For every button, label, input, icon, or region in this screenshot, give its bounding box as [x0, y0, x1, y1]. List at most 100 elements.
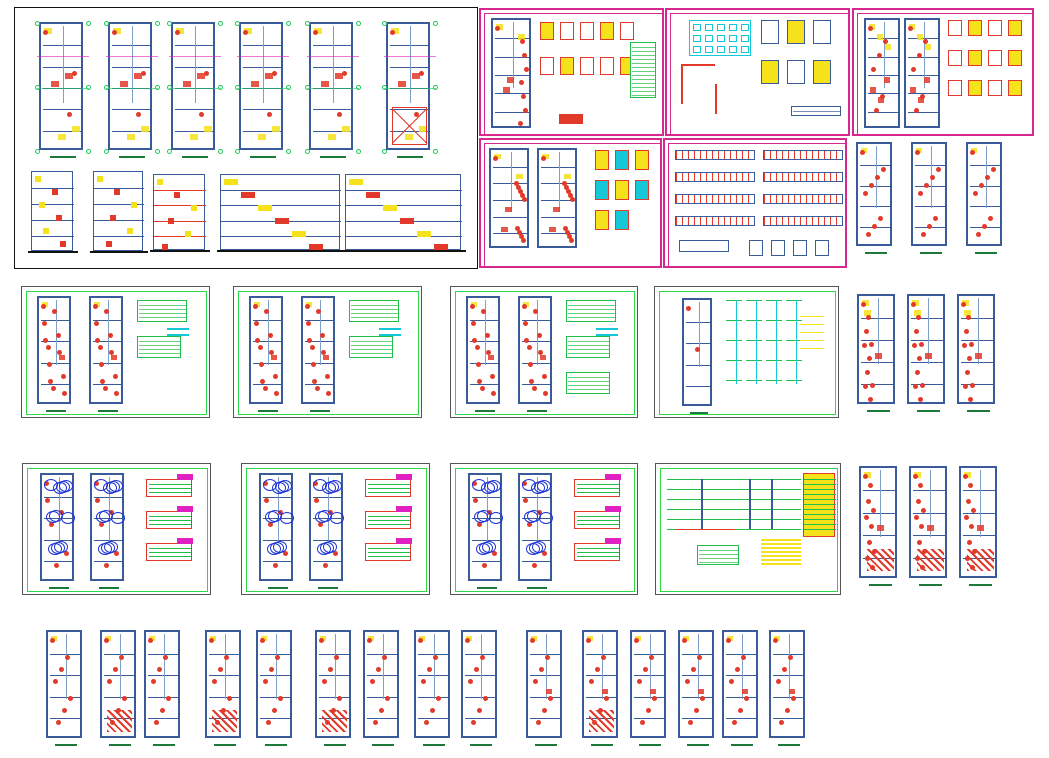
plan-symbol [480, 386, 485, 391]
plan-fill [265, 73, 273, 80]
plan-symbol [278, 696, 283, 701]
plan-caption [867, 410, 890, 412]
plan-wall [878, 298, 879, 364]
plan-symbol [988, 216, 993, 221]
section-fill [114, 189, 120, 195]
panel-schedule [365, 474, 412, 497]
schedule-header [605, 538, 621, 544]
plan-symbol [313, 30, 318, 35]
beam-detail [715, 84, 717, 114]
plan-symbol [269, 350, 274, 355]
detail-block [968, 80, 982, 96]
floor-plan [309, 473, 344, 589]
floor-plan [537, 148, 577, 248]
plan-symbol [283, 551, 288, 556]
grid-line [106, 88, 158, 89]
footing-cell [741, 35, 749, 42]
legend-row [699, 550, 739, 551]
plan-symbol [908, 26, 913, 31]
plan-caption [527, 587, 547, 589]
section-fill [131, 202, 137, 208]
floor-line [154, 190, 206, 191]
plan-caption [50, 156, 76, 158]
structural-sheet [852, 8, 1034, 136]
floor-plan [461, 630, 497, 746]
section-detail [815, 240, 829, 256]
schedule-row [577, 556, 619, 557]
plan-caption [535, 744, 557, 746]
riser [701, 479, 703, 529]
elevation-section [90, 171, 148, 253]
plan-symbol [866, 499, 871, 504]
plan-symbol [516, 185, 521, 190]
wiring-arc [96, 511, 110, 523]
plan-caption [975, 252, 997, 254]
legend-row [568, 377, 610, 378]
sheet-inner-border [26, 291, 207, 415]
plan-symbol [385, 696, 390, 701]
panel-schedule [146, 474, 193, 497]
schedule-row [577, 524, 619, 525]
floor-line [94, 220, 144, 221]
plan-wall [253, 384, 283, 385]
floor-plan [205, 630, 241, 746]
plan-symbol [57, 350, 62, 355]
plan-caption [46, 410, 66, 412]
plan-caption [869, 584, 892, 586]
legend-row [351, 317, 399, 318]
schedule-row [804, 479, 836, 480]
plan-symbol [266, 720, 271, 725]
schedule-row [804, 509, 836, 510]
plan-fill [72, 126, 80, 133]
detail-block [988, 20, 1002, 36]
plan-symbol [863, 191, 868, 196]
schedule-header [177, 538, 193, 544]
plan-hatch [107, 710, 132, 732]
section-fill [292, 231, 307, 237]
bus-line [667, 479, 801, 480]
plan-symbol [495, 26, 500, 31]
plan-symbol [861, 302, 866, 307]
plan-fill [518, 34, 526, 40]
plan-fill [925, 353, 932, 359]
wiring-arc [526, 543, 540, 555]
plan-caption [591, 744, 613, 746]
schedule-row [804, 494, 836, 495]
riser [749, 479, 751, 529]
plan-symbol [542, 708, 547, 713]
plan-symbol [917, 356, 922, 361]
section-fill [52, 189, 58, 195]
riser-circuit [766, 380, 782, 381]
legend-table [349, 300, 399, 322]
plan-symbol [548, 696, 553, 701]
plan-symbol [586, 638, 591, 643]
plan-symbol [924, 183, 929, 188]
plan-symbol [334, 655, 339, 660]
plan-symbol [637, 679, 642, 684]
grid-bubble [235, 21, 240, 26]
plan-wall [59, 477, 60, 542]
plan-fill [321, 81, 329, 88]
column-detail [635, 150, 649, 170]
plan-symbol [872, 224, 877, 229]
schedule-row [368, 556, 410, 557]
plan-wall [465, 718, 497, 719]
schedule-row [804, 499, 836, 500]
detail-block [560, 57, 574, 75]
plan-wall [928, 298, 929, 364]
plan-wall [434, 634, 435, 699]
plan-wall [699, 302, 700, 367]
plan-wall [148, 718, 180, 719]
plan-wall [383, 634, 384, 699]
legend-table [137, 336, 181, 358]
plan-symbol [791, 696, 796, 701]
plan-wall [410, 26, 411, 103]
plan-symbol [867, 356, 872, 361]
plan-symbol [518, 189, 523, 194]
grid-bubble [86, 85, 91, 90]
panel-schedule [365, 538, 412, 561]
riser-circuit [766, 300, 782, 301]
section-fill [434, 244, 448, 250]
floor-plan [959, 466, 997, 586]
